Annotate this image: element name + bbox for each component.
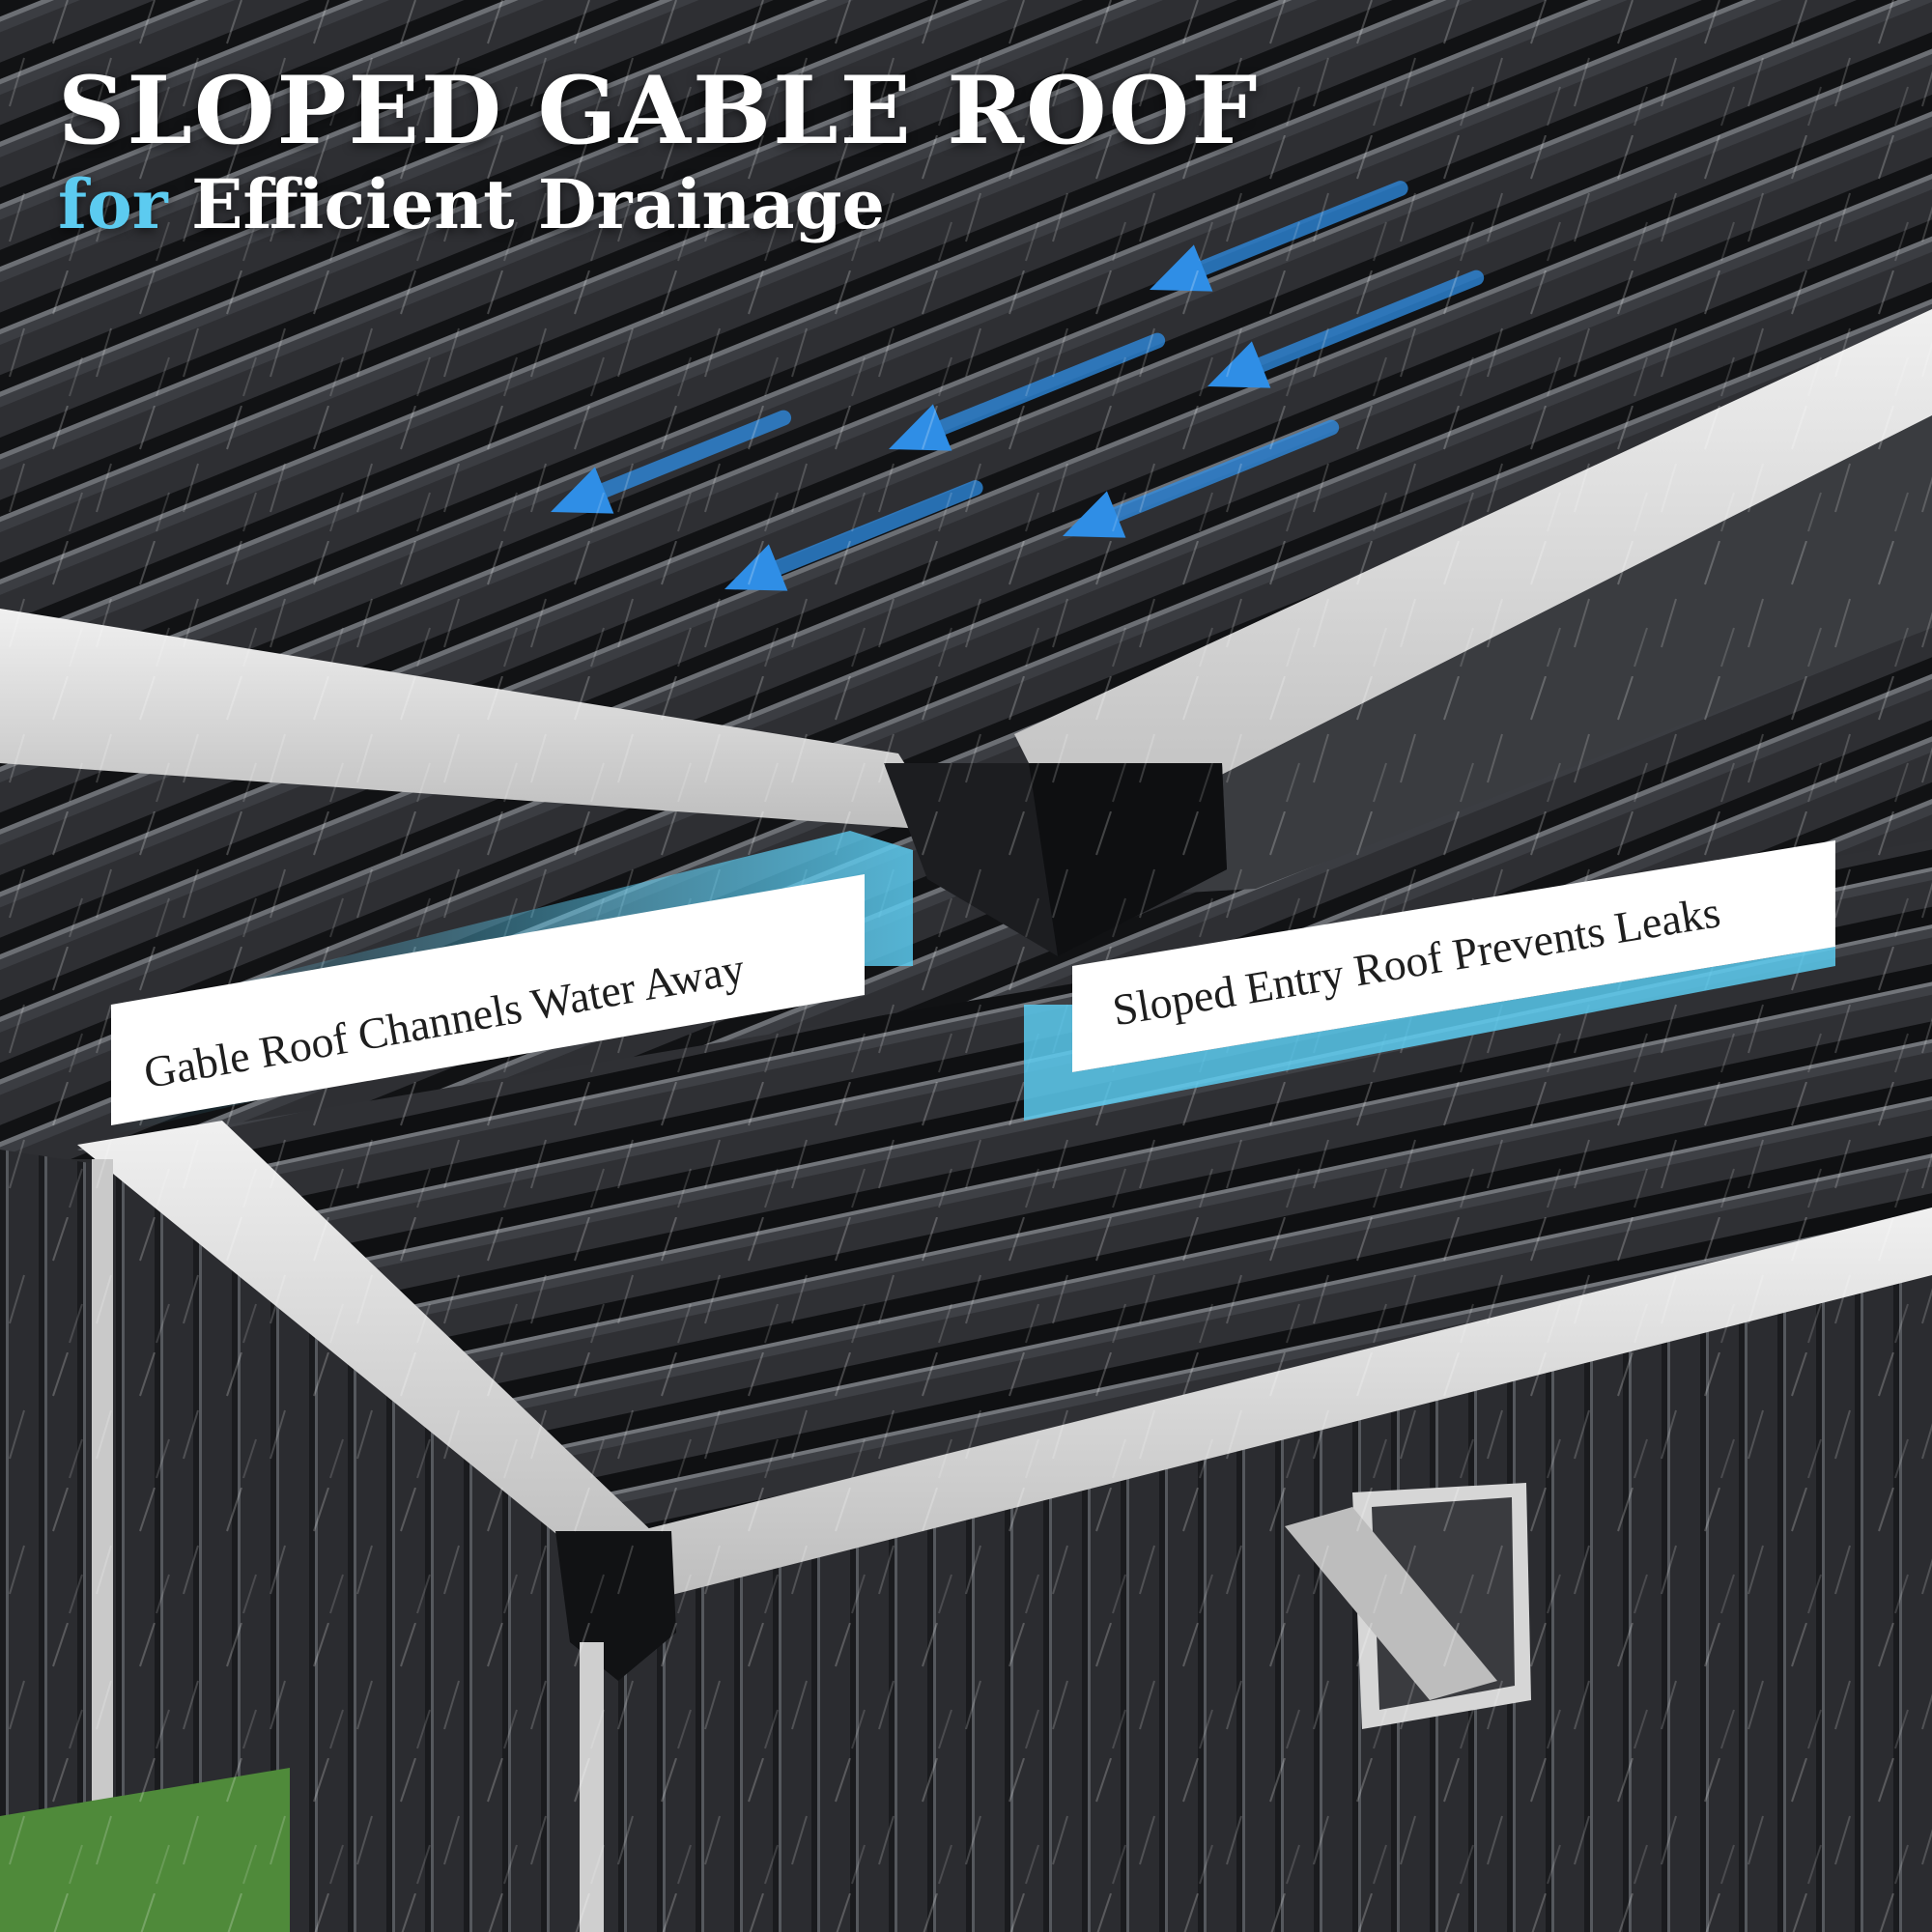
page-subtitle: for Efficient Drainage [58,164,1259,245]
callout-right-box [1072,840,1835,1072]
page-title: SLOPED GABLE ROOF [58,56,1260,165]
subtitle-rest: Efficient Drainage [191,164,886,244]
subtitle-accent-word: for [58,164,168,244]
headline: SLOPED GABLE ROOF for Efficient Drainage [58,58,1259,245]
callout-left-box [111,874,865,1125]
callout-right-accent [1024,947,1835,1121]
